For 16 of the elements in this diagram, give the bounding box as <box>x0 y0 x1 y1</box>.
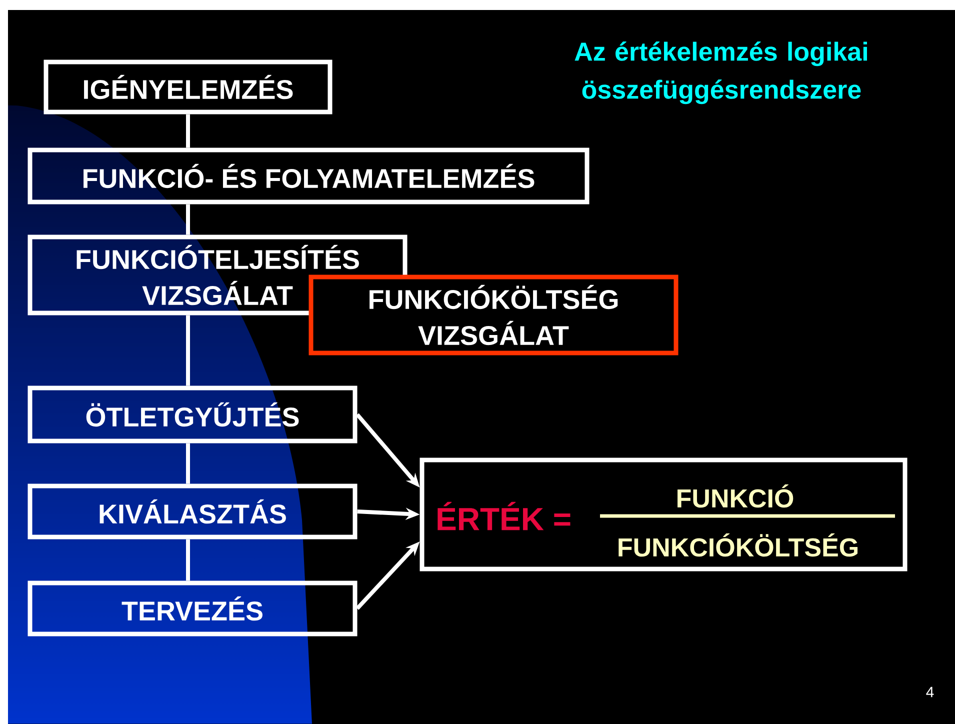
connector-line <box>186 315 190 386</box>
process-box: FUNKCIÓKÖLTSÉG VIZSGÁLAT <box>308 274 678 356</box>
process-box: FUNKCIÓ- ÉS FOLYAMATELEMZÉS <box>28 148 590 204</box>
slide-title: Az értékelemzés logikai összefüggésrendszere <box>574 42 867 104</box>
process-box: ÖTLETGYŰJTÉS <box>28 386 358 444</box>
page-number: 4 <box>926 686 934 698</box>
process-box: IGÉNYELEMZÉS <box>44 60 332 114</box>
process-box: TERVEZÉS <box>28 580 358 636</box>
connector-line <box>186 443 190 484</box>
numerator: FUNKCIÓ <box>678 484 794 508</box>
process-box: KIVÁLASZTÁS <box>28 484 358 540</box>
formula-term: ÉRTÉK = <box>438 502 570 530</box>
connector-line <box>186 204 190 235</box>
denominator: FUNKCIÓKÖLTSÉG <box>618 533 858 557</box>
connector-line <box>186 539 190 581</box>
connector-line <box>186 114 190 148</box>
